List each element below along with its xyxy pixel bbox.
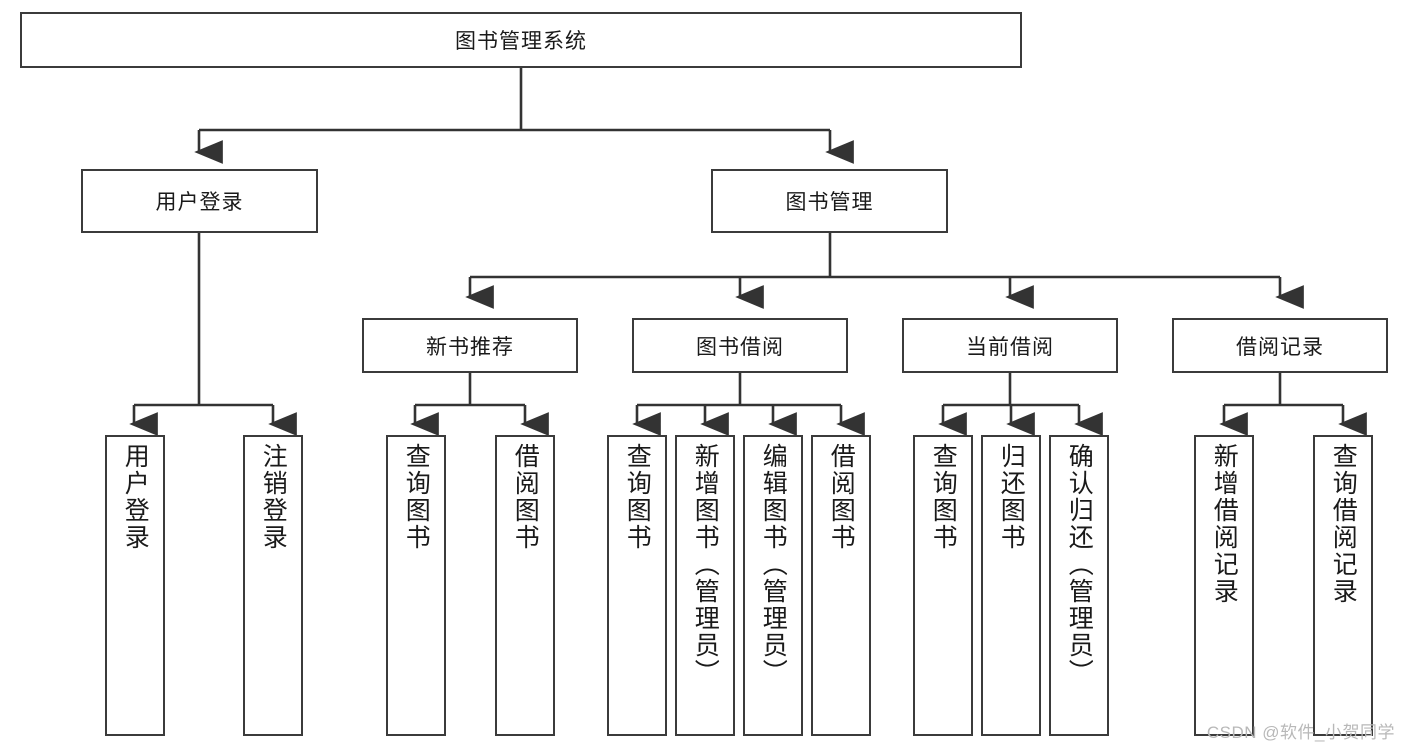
leaf-borrow-add-book-admin[interactable]: 新增图书（管理员） — [675, 435, 735, 736]
node-label: 借阅图书 — [511, 443, 540, 551]
node-label: 新增图书（管理员） — [691, 443, 720, 686]
leaf-current-query-book[interactable]: 查询图书 — [913, 435, 973, 736]
node-book-borrow[interactable]: 图书借阅 — [632, 318, 848, 373]
leaf-current-confirm-return-admin[interactable]: 确认归还（管理员） — [1049, 435, 1109, 736]
node-book-management-module[interactable]: 图书管理 — [711, 169, 948, 233]
node-label: 查询图书 — [623, 443, 652, 551]
node-label: 查询图书 — [929, 443, 958, 551]
leaf-current-return-book[interactable]: 归还图书 — [981, 435, 1041, 736]
node-label: 编辑图书（管理员） — [759, 443, 788, 686]
node-root-system[interactable]: 图书管理系统 — [20, 12, 1022, 68]
leaf-borrow-edit-book-admin[interactable]: 编辑图书（管理员） — [743, 435, 803, 736]
node-label: 用户登录 — [121, 443, 150, 551]
node-label: 新增借阅记录 — [1210, 443, 1239, 605]
node-label: 归还图书 — [997, 443, 1026, 551]
node-borrow-record[interactable]: 借阅记录 — [1172, 318, 1388, 373]
leaf-user-login[interactable]: 用户登录 — [105, 435, 165, 736]
leaf-borrow-query-book[interactable]: 查询图书 — [607, 435, 667, 736]
leaf-record-add-borrow-record[interactable]: 新增借阅记录 — [1194, 435, 1254, 736]
leaf-user-logout[interactable]: 注销登录 — [243, 435, 303, 736]
node-label: 图书管理 — [785, 191, 874, 214]
node-label: 图书借阅 — [696, 335, 784, 359]
leaf-borrow-borrow-book[interactable]: 借阅图书 — [811, 435, 871, 736]
node-label: 图书管理系统 — [455, 30, 587, 53]
watermark-text: CSDN @软件_小贺同学 — [1206, 723, 1395, 742]
leaf-record-query-borrow-record[interactable]: 查询借阅记录 — [1313, 435, 1373, 736]
leaf-recommend-borrow-book[interactable]: 借阅图书 — [495, 435, 555, 736]
node-label: 当前借阅 — [966, 335, 1054, 359]
node-current-borrow[interactable]: 当前借阅 — [902, 318, 1118, 373]
leaf-recommend-query-book[interactable]: 查询图书 — [386, 435, 446, 736]
node-label: 借阅图书 — [827, 443, 856, 551]
node-label: 查询图书 — [402, 443, 431, 551]
node-label: 确认归还（管理员） — [1065, 443, 1094, 686]
node-label: 查询借阅记录 — [1329, 443, 1358, 605]
node-label: 注销登录 — [259, 443, 288, 551]
node-new-book-recommend[interactable]: 新书推荐 — [362, 318, 578, 373]
node-label: 新书推荐 — [426, 335, 514, 359]
node-label: 用户登录 — [155, 191, 244, 214]
node-user-login-module[interactable]: 用户登录 — [81, 169, 318, 233]
node-label: 借阅记录 — [1236, 335, 1324, 359]
